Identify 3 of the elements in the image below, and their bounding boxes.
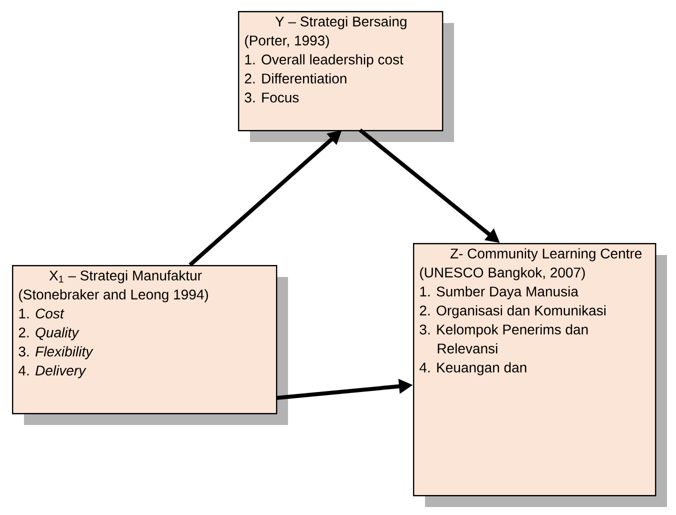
text-box: Z- Community Learning Centre (UNESCO Bangkok, 2007) 1. Sumber Daya Manusia 2. Organisasi dan Komunikasi 3. Kelompok Penerims dan Relevansi 4. Keuangan dan <box>413 243 656 496</box>
text-box: Y – Strategi Bersaing (Porter, 1993) 1. Overall leadership cost 2. Differentiation 3. Focus <box>238 11 444 132</box>
text-box: X$_{1}$ – Strategi Manufaktur (Stonebraker and Leong 1994) 1. Cost 2. Quality 3. Flexibility 4. Delivery <box>12 265 278 414</box>
